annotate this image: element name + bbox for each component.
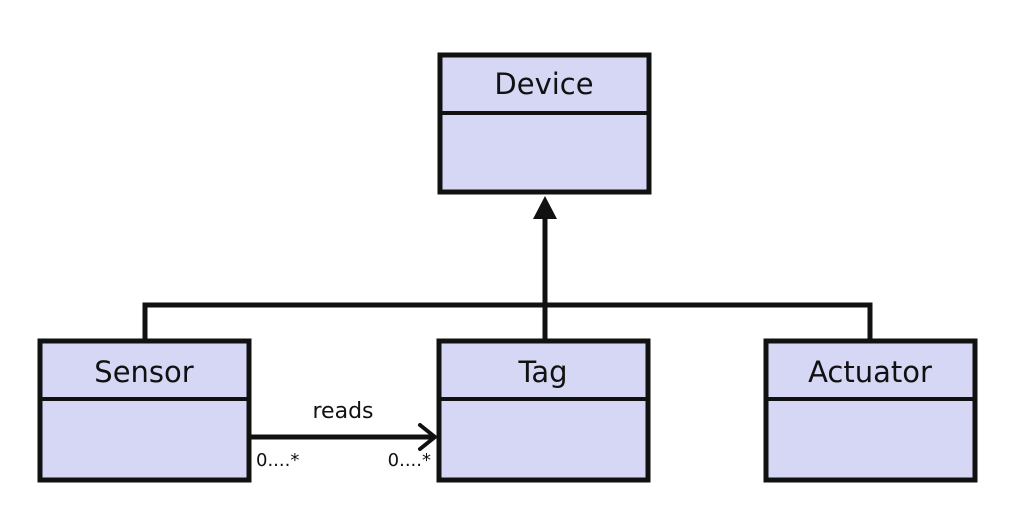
- target-multiplicity: 0....*: [388, 450, 431, 471]
- class-sensor[interactable]: Sensor: [37, 338, 252, 483]
- class-actuator-name: Actuator: [808, 355, 932, 389]
- class-actuator[interactable]: Actuator: [763, 338, 978, 483]
- class-device-name: Device: [494, 67, 593, 101]
- source-multiplicity: 0....*: [256, 450, 299, 471]
- class-actuator-box: [763, 338, 978, 483]
- association-label: reads: [312, 399, 373, 424]
- association-reads: reads 0....* 0....*: [250, 399, 437, 471]
- generalization-connector: [142, 215, 873, 340]
- association-arrowhead: [418, 423, 437, 451]
- class-sensor-name: Sensor: [94, 355, 193, 389]
- class-tag-box: [436, 338, 651, 483]
- class-device-box: [437, 52, 652, 195]
- class-device[interactable]: Device: [437, 52, 652, 195]
- class-tag[interactable]: Tag: [436, 338, 651, 483]
- generalization-arrowhead: [533, 196, 557, 219]
- class-sensor-box: [37, 338, 252, 483]
- generalization-bus-line: [142, 302, 873, 340]
- class-tag-name: Tag: [517, 355, 567, 389]
